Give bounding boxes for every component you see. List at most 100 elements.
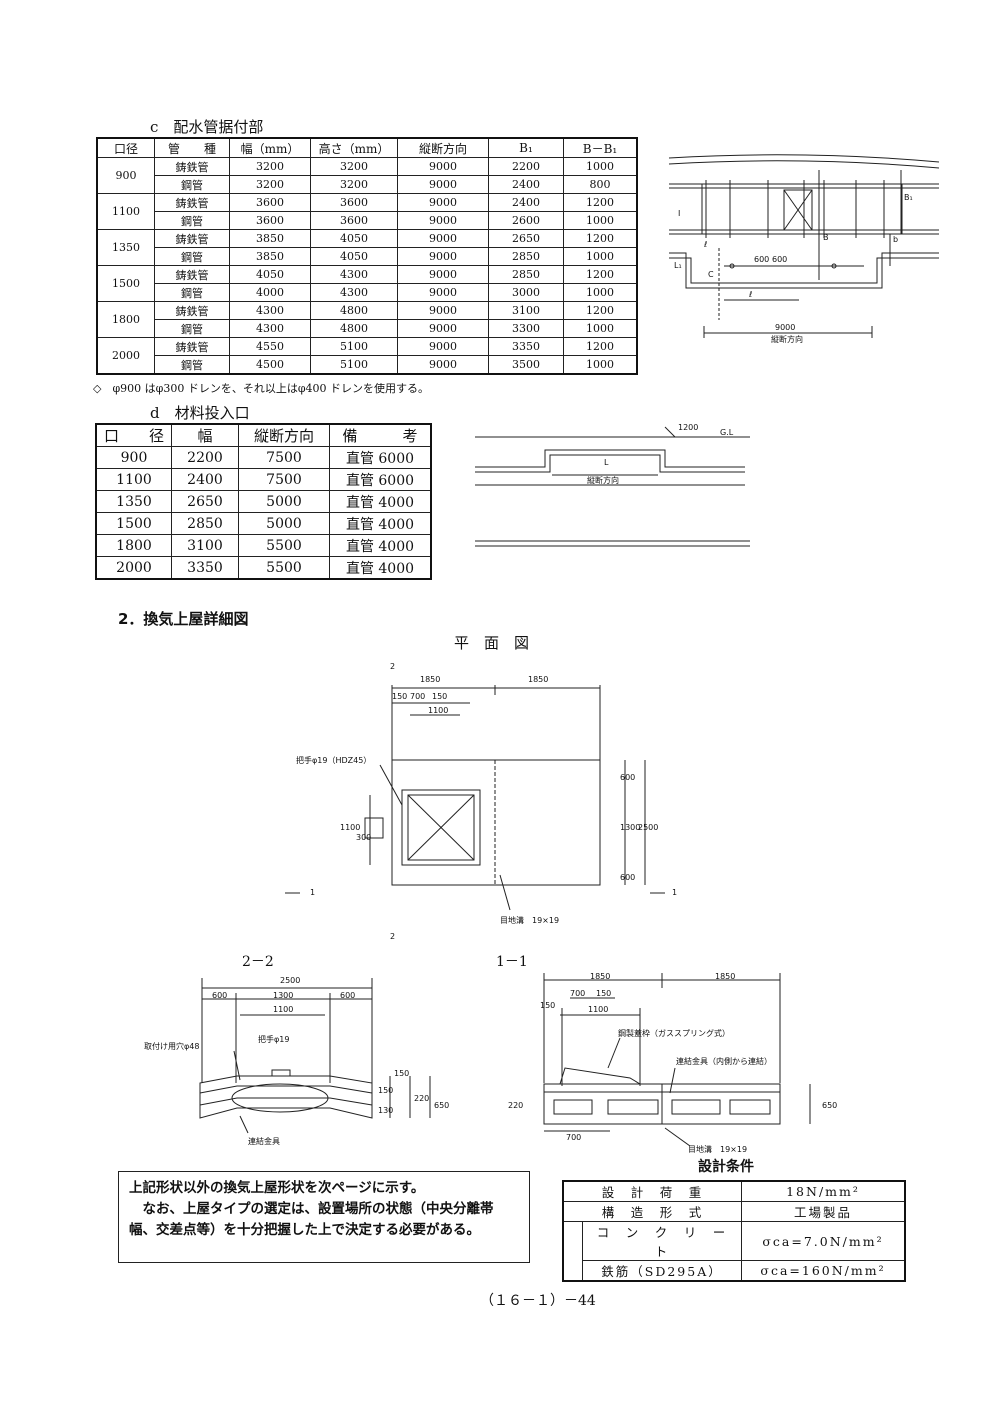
table-cell: 2850 [488,265,564,284]
table-cell: 直管 6000 [329,468,432,491]
dim-600a: 600 [620,773,635,782]
table-cell: 3350 [171,556,239,580]
table-cell: 3350 [488,337,564,356]
table-cell: 1000 [563,355,638,375]
table-cell: 3600 [310,211,398,230]
table-cell: 1000 [563,157,638,176]
dim-600b: 600 [772,255,787,264]
table-cell: 9000 [397,193,489,212]
table-cell: 鋳鉄管 [154,157,230,176]
table-cell: 2850 [488,247,564,266]
dim-650: 650 [822,1101,837,1110]
diagram-caption: 縦断方向 [771,334,803,344]
dim-150a: 150 [392,692,407,701]
table-cell: 直管 4000 [329,512,432,535]
label-i: I [678,209,680,218]
table-cell: 鋳鉄管 [154,337,230,356]
label-l2: ℓ [703,240,707,249]
table-cell: 9000 [397,283,489,302]
diameter-cell: 2000 [96,337,155,375]
dim-650: 650 [434,1101,449,1110]
table-cell: 鋳鉄管 [154,301,230,320]
col-width: 幅 [171,423,239,447]
table-cell: 4800 [310,301,398,320]
diameter-cell: 900 [96,157,155,194]
section-mark-2b: 2 [390,932,395,941]
condition-label: 構 造 形 式 [562,1201,742,1222]
table-cell: 鋼管 [154,211,230,230]
table-cell: 5100 [310,355,398,375]
table-cell: 2600 [488,211,564,230]
table-cell: 7500 [238,468,330,491]
plan-view-title: 平 面 図 [454,634,530,652]
col-pipe-type: 管 種 [154,137,230,158]
section-d-label: d 材料投入口 [150,404,250,422]
table-cell: 4300 [229,301,311,320]
handle-label: 把手φ19 [258,1034,289,1044]
table-cell: 4500 [229,355,311,375]
note-line-3: 幅、交差点等）を十分把握した上で決定する必要がある。 [129,1222,480,1238]
table-cell: 3100 [171,534,239,557]
table-cell: 9000 [397,265,489,284]
dim-700b: 700 [566,1133,581,1142]
dim-1100: 1100 [428,706,448,715]
table-cell: 4050 [310,229,398,248]
table-cell: 1200 [563,337,638,356]
dim-600a: 600 [212,991,227,1000]
section-1-1-drawing: 1850 1850 700 150 150 1100 鋼製蓋枠（ガススプリング式… [508,972,837,1154]
table-cell: 3200 [229,157,311,176]
diameter-cell: 1500 [96,265,155,302]
label-l1: L₁ [674,261,682,270]
table-cell: 1500 [95,512,172,535]
table-cell: 2000 [95,556,172,580]
table-cell: 3200 [310,175,398,194]
col-diameter: 口 径 [95,423,172,447]
table-cell: 1350 [95,490,172,513]
table-cell: 9000 [397,211,489,230]
pipe-installation-diagram: 600 600 9000 縦断方向 B B₁ b ℓ ℓ L₁ C I [668,154,940,344]
table-cell: 4050 [229,265,311,284]
page-number: （１６－１）－44 [480,1293,596,1309]
dim-1850b: 1850 [528,675,548,684]
table-cell: 3600 [229,193,311,212]
table-cell: 3200 [229,175,311,194]
col-b-b1: B－B₁ [563,137,638,158]
table-cell: 1000 [563,319,638,338]
table-cell: 9000 [397,229,489,248]
table-cell: 3500 [488,355,564,375]
table-cell: 3600 [310,193,398,212]
table-cell: 2850 [171,512,239,535]
table-header-row: 口径 管 種 幅（mm） 高さ（mm） 縦断方向 B₁ B－B₁ [96,137,638,158]
table-cell: 1100 [95,468,172,491]
table-cell: 1800 [95,534,172,557]
joint-label: 目地溝 19×19 [688,1144,747,1154]
condition-value: σca=7.0N/mm² [741,1221,906,1261]
table-cell: 9000 [397,175,489,194]
condition-value: 工場製品 [741,1201,906,1222]
condition-value: 18N/mm² [741,1180,906,1202]
dim-150: 150 [394,1069,409,1078]
dim-1100: 1100 [588,1005,608,1014]
dim-220: 220 [414,1094,429,1103]
diameter-cell: 1100 [96,193,155,230]
table-cell: 7500 [238,446,330,469]
condition-row: 鉄筋（SD295A）σca=160N/mm² [563,1260,906,1282]
table-cell: 4300 [229,319,311,338]
table-cell: 2400 [488,193,564,212]
table-cell: 5500 [238,534,330,557]
table-cell: 9000 [397,355,489,375]
material-inlet-diagram: 1200 G.L L 縦断方向 [475,423,750,547]
table-cell: 鋼管 [154,247,230,266]
